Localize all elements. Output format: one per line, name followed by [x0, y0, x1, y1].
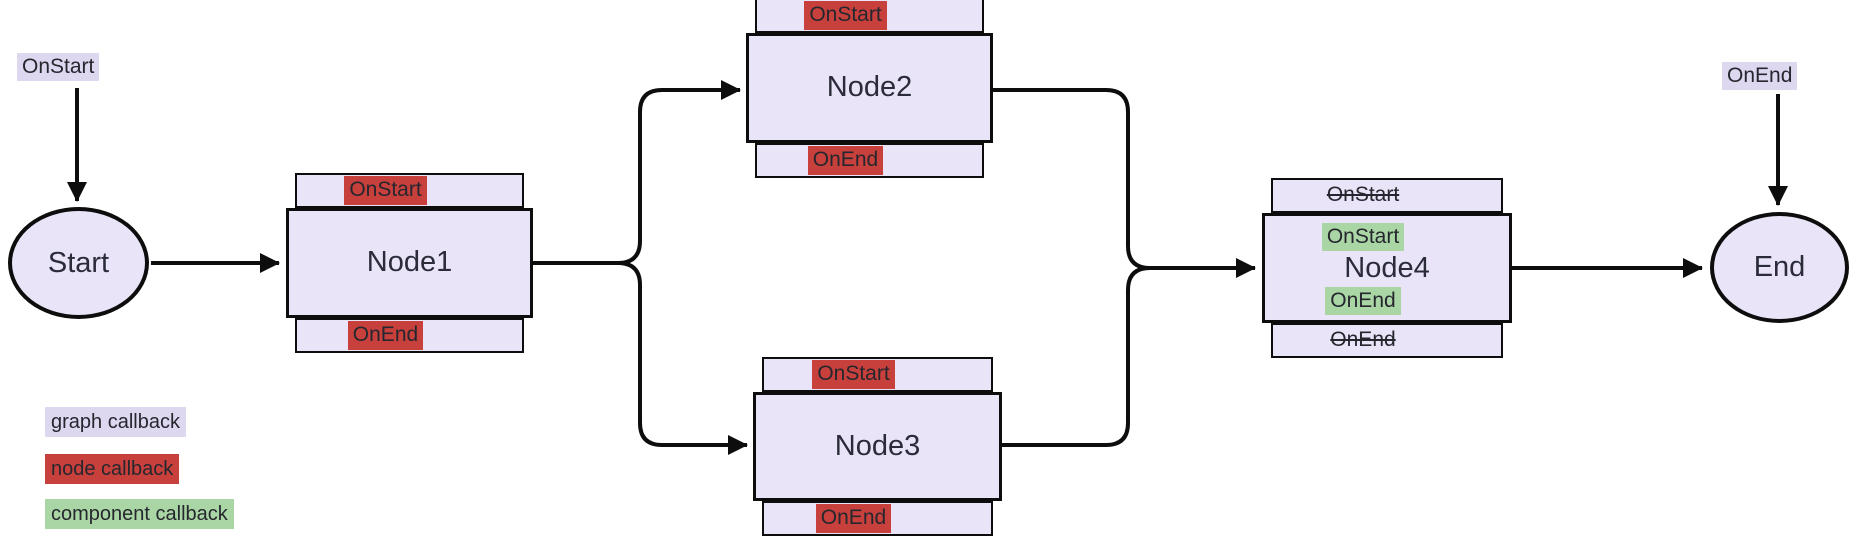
node-node1: OnStart Node1 OnEnd [286, 173, 533, 353]
node3-onstart-tab: OnStart [762, 357, 993, 392]
node1-onend-callback: OnEnd [347, 321, 424, 350]
node1-body: Node1 [286, 208, 533, 318]
graph-onstart-label: OnStart [17, 53, 100, 82]
node1-title: Node1 [366, 246, 453, 279]
legend-item-component-callback: component callback [45, 499, 234, 529]
edge-node1-to-node3 [617, 261, 748, 455]
node-node4: OnStart OnStart Node4 OnEnd OnEnd [1262, 178, 1512, 358]
node4-onstart-tab-callback-disabled: OnStart [1326, 183, 1400, 207]
legend-item-node-callback: node callback [45, 454, 180, 484]
node2-onstart-tab: OnStart [755, 0, 984, 33]
node3-onend-tab: OnEnd [762, 501, 993, 536]
node2-onstart-callback: OnStart [804, 1, 887, 30]
node2-body: Node2 [746, 33, 993, 143]
node1-onstart-tab: OnStart [295, 173, 524, 208]
node4-onstart-tab: OnStart [1271, 178, 1503, 213]
node4-component-onend-callback: OnEnd [1325, 286, 1401, 315]
node4-body: OnStart Node4 OnEnd [1262, 213, 1512, 323]
edge-node3-to-node4 [1002, 266, 1151, 447]
graph-onend-label: OnEnd [1722, 62, 1798, 91]
node-node2: OnStart Node2 OnEnd [746, 0, 993, 178]
end-node: End [1710, 212, 1849, 323]
node4-onend-tab-callback-disabled: OnEnd [1330, 328, 1396, 352]
node3-onend-callback: OnEnd [815, 504, 892, 533]
end-node-label: End [1753, 251, 1806, 283]
node4-onend-tab: OnEnd [1271, 323, 1503, 358]
node4-component-onstart-callback: OnStart [1321, 223, 1405, 252]
node3-title: Node3 [834, 429, 921, 462]
node3-onstart-callback: OnStart [812, 360, 895, 389]
node2-onend-callback: OnEnd [807, 146, 884, 175]
legend-item-graph-callback: graph callback [45, 407, 186, 437]
node2-title: Node2 [826, 71, 913, 104]
node1-onstart-callback: OnStart [344, 176, 427, 205]
node1-onend-tab: OnEnd [295, 318, 524, 353]
edge-node1-to-node2 [533, 80, 741, 265]
node-node3: OnStart Node3 OnEnd [753, 357, 1002, 536]
node2-onend-tab: OnEnd [755, 143, 984, 178]
node3-body: Node3 [753, 392, 1002, 501]
node4-title: Node4 [1344, 252, 1430, 285]
start-node-label: Start [47, 246, 110, 279]
edge-node2-to-node4 [993, 88, 1256, 278]
start-node: Start [8, 207, 149, 319]
